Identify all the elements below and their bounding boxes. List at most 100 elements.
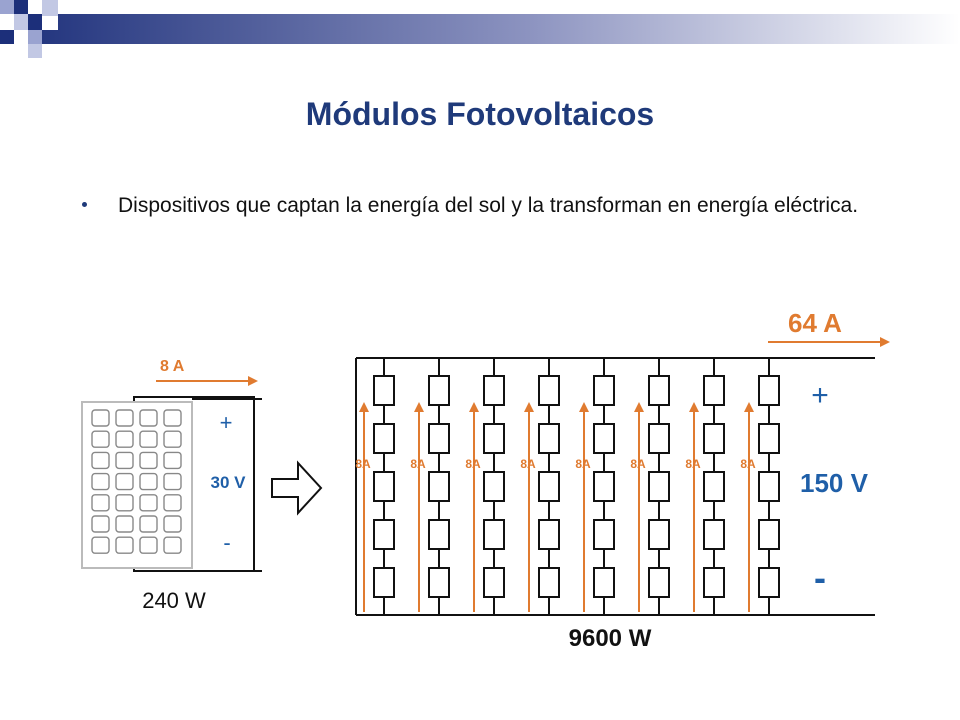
module-cell [91, 472, 110, 491]
string-panel [703, 471, 725, 502]
string-panel [593, 471, 615, 502]
string-panel [758, 471, 780, 502]
module-cell [91, 430, 110, 448]
module-cell [91, 536, 110, 554]
string-panel [373, 519, 395, 550]
module-current-label: 8 A [160, 358, 185, 375]
string-panel [483, 519, 505, 550]
module-cell-grid [91, 409, 182, 554]
string-panel [593, 423, 615, 454]
string-panel [593, 567, 615, 598]
string-current-label: 8A [575, 457, 591, 471]
string-panel [538, 567, 560, 598]
string-current-label: 8A [630, 457, 646, 471]
string-panel [703, 519, 725, 550]
module-cell [139, 536, 158, 554]
decorative-header-bar [0, 0, 960, 58]
module-cell [139, 451, 158, 470]
array-minus-label: - [814, 557, 826, 598]
bullet-text: Dispositivos que captan la energía del s… [118, 194, 859, 217]
string-panel [758, 375, 780, 406]
string-panel [373, 375, 395, 406]
string-panel [703, 567, 725, 598]
arrowhead-icon [689, 402, 699, 412]
hollow-arrow-icon [271, 460, 323, 516]
array-strings: 8A 8A 8A 8A 8A 8A 8A 8A [355, 358, 780, 615]
arrowhead-icon [744, 402, 754, 412]
string-panel [538, 423, 560, 454]
string-panel [538, 375, 560, 406]
string-panel [483, 375, 505, 406]
module-power-label: 240 W [142, 588, 206, 613]
string-panel [538, 519, 560, 550]
string-current-label: 8A [355, 457, 371, 471]
module-cell [139, 494, 158, 512]
module-cell [115, 409, 134, 427]
string-panel [483, 423, 505, 454]
module-cell [115, 515, 134, 533]
string-panel [648, 519, 670, 550]
module-cell [91, 515, 110, 533]
module-cell [115, 430, 134, 448]
module-cell [163, 472, 182, 491]
string-panel [428, 471, 450, 502]
module-cell [163, 515, 182, 533]
array-power-label: 9600 W [569, 625, 652, 652]
string-panel [428, 567, 450, 598]
module-cell [91, 494, 110, 512]
module-cell [115, 536, 134, 554]
string-panel [648, 471, 670, 502]
module-plus-label: + [220, 410, 233, 435]
slide-title: Módulos Fotovoltaicos [305, 96, 655, 132]
string-panel [483, 567, 505, 598]
module-cell [115, 451, 134, 470]
module-cell [91, 409, 110, 427]
string-panel [428, 423, 450, 454]
string-panel [483, 471, 505, 502]
module-cell [139, 430, 158, 448]
module-cell [139, 515, 158, 533]
arrowhead-icon [414, 402, 424, 412]
string-current-label: 8A [520, 457, 536, 471]
single-module: 8 A + 30 V - 240 W [81, 358, 262, 613]
string-panel [428, 519, 450, 550]
string-current-label: 8A [740, 457, 756, 471]
module-minus-label: - [223, 530, 230, 555]
string-panel [373, 567, 395, 598]
string-panel [373, 471, 395, 502]
bullet-dot-icon [82, 202, 87, 207]
string-panel [648, 423, 670, 454]
module-cell [115, 494, 134, 512]
array-voltage-label: 150 V [800, 468, 869, 498]
module-cell [163, 451, 182, 470]
module-cell [91, 451, 110, 470]
string-current-label: 8A [410, 457, 426, 471]
string-panel [648, 375, 670, 406]
module-cell [163, 409, 182, 427]
module-cell [139, 472, 158, 491]
string-panel [758, 567, 780, 598]
arrowhead-icon [579, 402, 589, 412]
module-cell [139, 409, 158, 427]
string-panel [703, 423, 725, 454]
string-panel [593, 375, 615, 406]
string-panel [758, 423, 780, 454]
module-cell [163, 430, 182, 448]
string-current-label: 8A [465, 457, 481, 471]
string-panel [373, 423, 395, 454]
module-voltage-label: 30 V [211, 473, 247, 492]
string-current-label: 8A [685, 457, 701, 471]
arrowhead-icon [469, 402, 479, 412]
arrowhead-icon [634, 402, 644, 412]
module-cell [163, 536, 182, 554]
arrowhead-icon [359, 402, 369, 412]
string-panel [703, 375, 725, 406]
string-panel [758, 519, 780, 550]
module-cell [163, 494, 182, 512]
arrowhead-icon [524, 402, 534, 412]
string-panel [593, 519, 615, 550]
module-cell [115, 472, 134, 491]
array-plus-label: + [811, 379, 829, 412]
